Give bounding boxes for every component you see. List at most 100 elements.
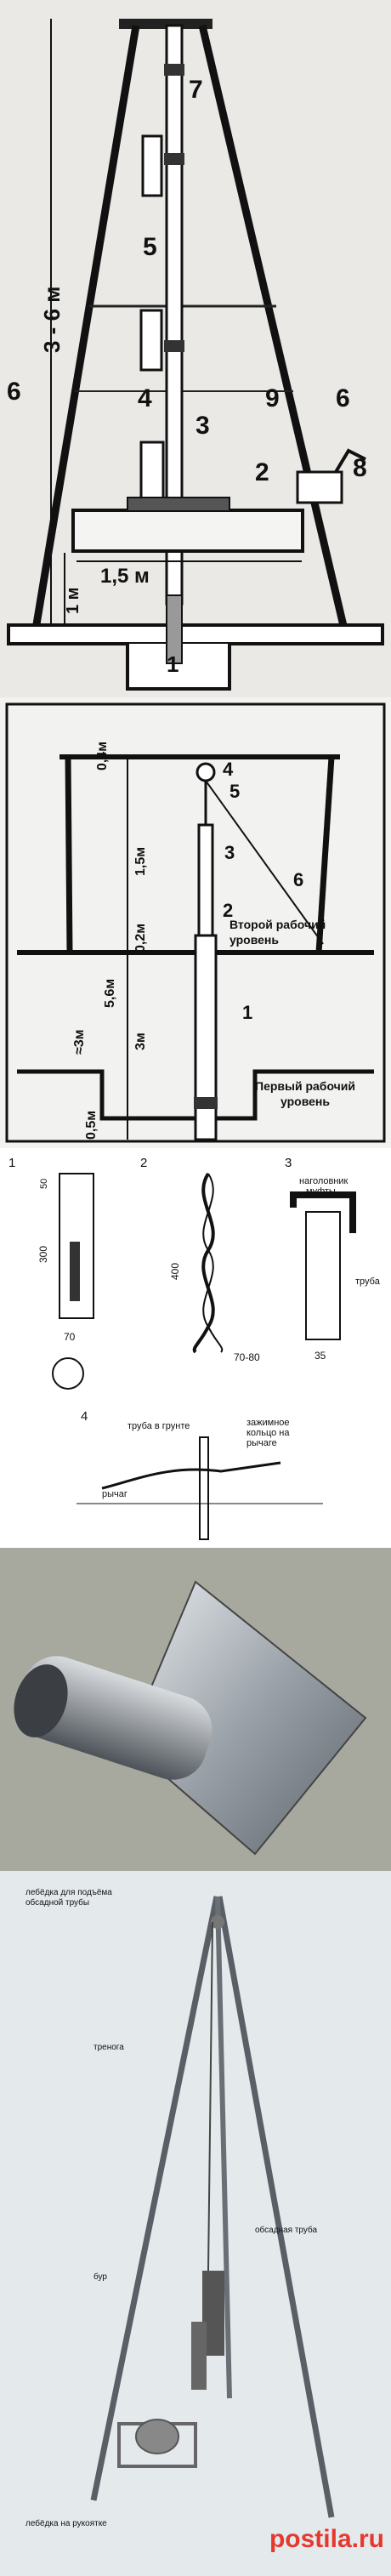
second-level-label-2: уровень xyxy=(230,933,279,947)
drill-rod xyxy=(191,2322,207,2390)
top-crossbar xyxy=(119,19,212,29)
dim-0-2m: 0,2м xyxy=(133,924,148,952)
fig2-number: 2 xyxy=(140,1156,147,1170)
height-dim-label: 3 - 6 м xyxy=(39,287,65,353)
dim-5-6m: 5,6м xyxy=(103,979,117,1008)
callout-7: 7 xyxy=(189,76,203,104)
fig4-clamp-label-2: кольцо на xyxy=(246,1428,290,1438)
callout-6-left: 6 xyxy=(7,378,21,406)
detail-sketches-panel: 1 50 300 70 2 400 70-80 3 наголовник муф… xyxy=(0,1148,391,1548)
first-level-label-1: Первый рабочий xyxy=(255,1079,355,1093)
fig1-dim-300: 300 xyxy=(37,1246,49,1263)
dim-1-5m: 1,5м xyxy=(133,847,148,876)
detail-sketches: 1 50 300 70 2 400 70-80 3 наголовник муф… xyxy=(8,1156,381,1540)
callout-6-right: 6 xyxy=(336,384,350,412)
fig3-cap xyxy=(290,1191,356,1233)
callout-4: 4 xyxy=(138,384,152,412)
dim-approx-3m: ≈3м xyxy=(72,1029,87,1055)
callout-5: 5 xyxy=(143,233,157,261)
fig4-clamp-label-1: зажимное xyxy=(246,1418,290,1428)
drill-bit xyxy=(166,594,183,664)
callout-2: 2 xyxy=(255,458,269,486)
rod-coupling xyxy=(164,340,184,352)
rope-diagonal xyxy=(205,780,324,945)
ground-beam xyxy=(7,623,384,645)
rod-segment xyxy=(139,441,165,508)
rig-diagram-panel: 3 - 6 м 1,5 м 1 м 7 5 4 3 2 6 9 6 8 1 xyxy=(0,0,391,697)
rod-coupling xyxy=(164,153,184,165)
first-level-label-2: уровень xyxy=(280,1095,330,1108)
section-diagram: 4 5 3 6 2 1 0,4м 1,5м 0,2м 3м 5,6м ≈3м 0… xyxy=(5,702,386,1143)
width-dim-label: 1,5 м xyxy=(100,565,150,588)
work-platform xyxy=(71,509,304,553)
well-pit xyxy=(126,644,231,691)
fig4-lever-label: рычаг xyxy=(102,1489,128,1499)
rig-render: лебёдка для подъёма обсадной трубы трено… xyxy=(0,1871,391,2576)
left-post xyxy=(65,756,73,953)
fig3-number: 3 xyxy=(285,1156,292,1170)
fig3-cap-label-1: наголовник xyxy=(299,1176,348,1186)
fig1-dim-70: 70 xyxy=(64,1331,76,1343)
fig3-pipe-label: труба xyxy=(355,1277,381,1287)
callout-4: 4 xyxy=(223,759,234,780)
fig2-dim-400: 400 xyxy=(169,1263,181,1280)
rope xyxy=(207,1921,213,2272)
label-tripod: тренога xyxy=(94,2043,124,2052)
callout-3: 3 xyxy=(196,412,210,440)
tripod-leg-back xyxy=(215,1896,232,2399)
drill-bit-photo xyxy=(0,1548,391,1871)
fig4-pipe xyxy=(199,1436,209,1540)
callout-9: 9 xyxy=(265,384,280,412)
tripod-leg-left xyxy=(31,25,140,630)
label-handle-winch: лебёдка на рукоятке xyxy=(26,2518,107,2528)
pulley xyxy=(196,762,216,782)
fig1-number: 1 xyxy=(8,1156,15,1170)
label-casing-pipe: обсадная труба xyxy=(255,2225,317,2235)
dim-0-4m: 0,4м xyxy=(95,742,110,771)
callout-2: 2 xyxy=(223,900,233,921)
watermark: postila.ru xyxy=(269,2525,384,2554)
fig2-dim-70-80: 70-80 xyxy=(234,1351,260,1363)
rig-diagram: 3 - 6 м 1,5 м 1 м 7 5 4 3 2 6 9 6 8 1 xyxy=(7,19,384,691)
label-winch-casing-2: обсадной трубы xyxy=(26,1897,89,1908)
watermark-brand: postila xyxy=(269,2525,352,2553)
dim-3m: 3м xyxy=(133,1032,148,1050)
winch-handle xyxy=(334,448,366,474)
base-dim-label: 1 м xyxy=(64,588,82,614)
rig-render-panel: лебёдка для подъёма обсадной трубы трено… xyxy=(0,1871,391,2576)
section-diagram-panel: 4 5 3 6 2 1 0,4м 1,5м 0,2м 3м 5,6м ≈3м 0… xyxy=(0,697,391,1148)
label-bur: бур xyxy=(94,2272,107,2282)
rod-segment xyxy=(139,309,163,372)
drill-bit-photo-panel xyxy=(0,1548,391,1871)
fig3-pipe xyxy=(305,1211,341,1340)
rotor-plate xyxy=(127,497,230,512)
fig3-cap-label-2: муфты xyxy=(306,1186,336,1197)
fig1-dim-50: 50 xyxy=(39,1179,49,1189)
fig3-dim-35: 35 xyxy=(314,1350,326,1362)
drill-rod-upper xyxy=(197,823,214,954)
fig4-lever xyxy=(101,1461,281,1490)
second-level-label-1: Второй рабочий xyxy=(230,918,326,931)
fig1-section xyxy=(52,1357,84,1390)
right-post xyxy=(315,756,335,953)
fig1-slot xyxy=(70,1242,80,1301)
pipe-coupling xyxy=(194,1097,218,1109)
pipe-opening xyxy=(14,1664,68,1737)
callout-1: 1 xyxy=(167,651,178,677)
winch-drum xyxy=(135,2419,179,2454)
top-pulley xyxy=(211,1915,224,1929)
dim-0-5m: 0,5м xyxy=(84,1111,99,1140)
render-background xyxy=(0,1871,391,2576)
ground-pit xyxy=(17,1069,374,1121)
callout-8: 8 xyxy=(353,454,367,482)
winch-drum xyxy=(296,470,343,504)
rod-segment xyxy=(141,134,163,197)
watermark-tld: .ru xyxy=(351,2525,384,2553)
callout-6: 6 xyxy=(293,869,303,890)
rod-coupling xyxy=(164,64,184,76)
tripod-leg-right xyxy=(216,1896,335,2518)
frame xyxy=(5,702,386,1143)
fig4-clamp-label-3: рычаге xyxy=(246,1438,277,1448)
fig4-number: 4 xyxy=(81,1409,88,1424)
callout-1: 1 xyxy=(242,1002,252,1023)
